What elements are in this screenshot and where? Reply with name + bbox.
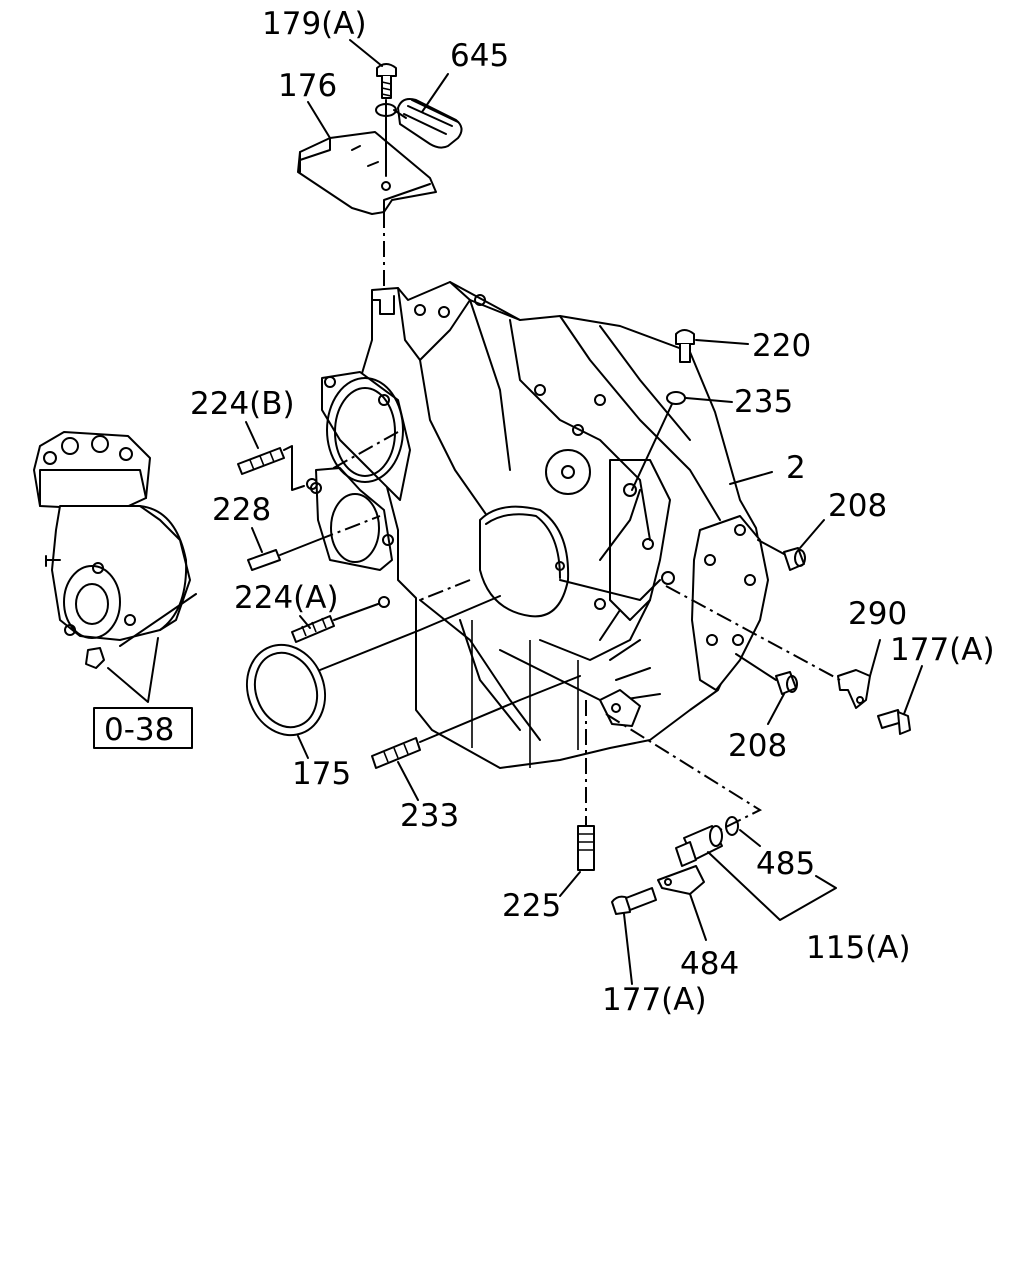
clip-645 (375, 98, 463, 149)
oil-seal-175 (245, 643, 327, 737)
label-224b: 224(B) (190, 386, 295, 422)
label-225: 225 (502, 888, 561, 924)
label-220: 220 (752, 328, 811, 364)
stud-224a (291, 615, 335, 643)
stud-225 (577, 825, 595, 871)
bracket-176 (297, 131, 437, 215)
o-ring-485 (725, 816, 739, 836)
label-208-top: 208 (828, 488, 887, 524)
flywheel-housing-2 (310, 281, 769, 769)
label-228: 228 (212, 492, 271, 528)
plate-484 (657, 865, 705, 895)
reference-box-label: 0-38 (104, 712, 174, 748)
label-179a-top: 179(A) (262, 6, 367, 42)
label-2: 2 (786, 450, 806, 486)
stud-224b (237, 447, 285, 475)
pin-228 (247, 549, 281, 571)
label-177a-bottom: 177(A) (602, 982, 707, 1018)
label-484: 484 (680, 946, 739, 982)
label-290: 290 (848, 596, 907, 632)
bolt-220 (675, 329, 695, 363)
bracket-290 (837, 669, 871, 709)
label-175: 175 (292, 756, 351, 792)
stud-233 (371, 737, 421, 769)
bolt-177a-bottom (611, 887, 657, 915)
reference-box[interactable]: 0-38 (93, 707, 193, 749)
bolt-179a (376, 63, 397, 99)
plug-208-mid (775, 671, 798, 695)
air-compressor (33, 431, 191, 669)
label-208-mid: 208 (728, 728, 787, 764)
label-235: 235 (734, 384, 793, 420)
label-115a: 115(A) (806, 930, 911, 966)
label-177a-right: 177(A) (890, 632, 995, 668)
sensor-115a (675, 825, 723, 867)
bolt-177a-right (877, 709, 911, 735)
label-645: 645 (450, 38, 509, 74)
label-176: 176 (278, 68, 337, 104)
label-233: 233 (400, 798, 459, 834)
label-485: 485 (756, 846, 815, 882)
plug-208-top (783, 547, 806, 571)
label-224a: 224(A) (234, 580, 339, 616)
